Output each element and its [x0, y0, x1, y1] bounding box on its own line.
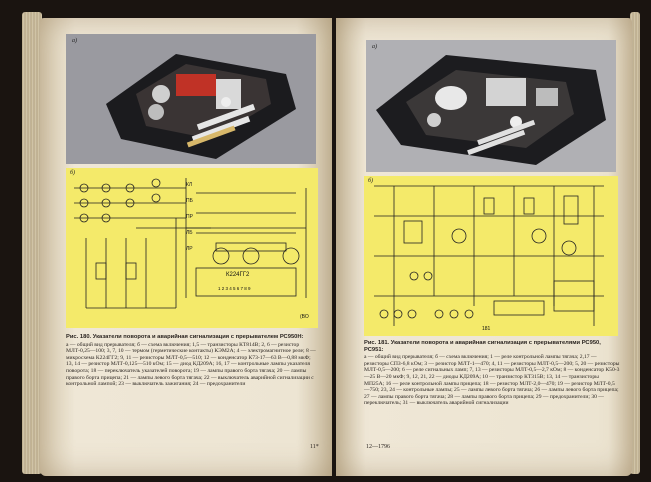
caption-body: а — общий вид прерывателя; б — схема вкл… [364, 354, 620, 407]
caption-title: Рис. 181. Указатели поворота и аварийная… [364, 340, 601, 353]
chip-pins: 1 2 3 4 5 6 7 8 9 [218, 286, 251, 291]
figure-caption-181: Рис. 181. Указатели поворота и аварийная… [364, 340, 620, 407]
lamp-symbols [379, 271, 474, 319]
page-number-right: 12—1796 [366, 444, 390, 450]
diagram-label: б) [368, 178, 374, 184]
photo-label: а) [72, 38, 77, 44]
book-spread: а) б) КЛ ПБ ПР [18, 8, 640, 476]
caption-body: а — общий вид прерывателя; б — схема вкл… [66, 341, 316, 388]
relay-label-kl: КЛ [186, 182, 193, 188]
left-page: а) б) КЛ ПБ ПР [40, 18, 332, 476]
relay-label-lb: ЛБ [186, 230, 193, 236]
interrupter-photo-rs950: а) [366, 40, 616, 172]
relay-label-pb: ПБ [186, 198, 193, 204]
wiring-diagram-rs950n: б) КЛ ПБ ПР ЛБ ЛР К224ГГ2 1 2 3 4 5 6 7 … [66, 168, 318, 328]
book-page-edges-right [630, 12, 640, 474]
relay-label-pr: ПР [186, 214, 193, 220]
chip-label: К224ГГ2 [226, 272, 250, 278]
wiring-diagram-rs950: б) 181 [364, 176, 618, 336]
photo-label: а) [372, 44, 377, 50]
diagram-corner-label: (ВО [300, 314, 309, 320]
book-page-edges-left [22, 12, 42, 474]
lamp-symbols [79, 178, 161, 223]
figure-caption-180: Рис. 180. Указатели поворота и аварийная… [66, 334, 318, 388]
diagram-corner-label: 181 [482, 326, 491, 332]
page-number-left: 11* [310, 444, 319, 450]
caption-title: Рис. 180. Указатели поворота и аварийная… [66, 334, 304, 340]
interrupter-photo-rs950n: а) [66, 34, 316, 164]
right-page: а) б) 181 Рис. 181. Указатели поворота и [336, 18, 632, 476]
diagram-label: б) [70, 170, 76, 176]
relay-label-lr: ЛР [186, 246, 193, 252]
